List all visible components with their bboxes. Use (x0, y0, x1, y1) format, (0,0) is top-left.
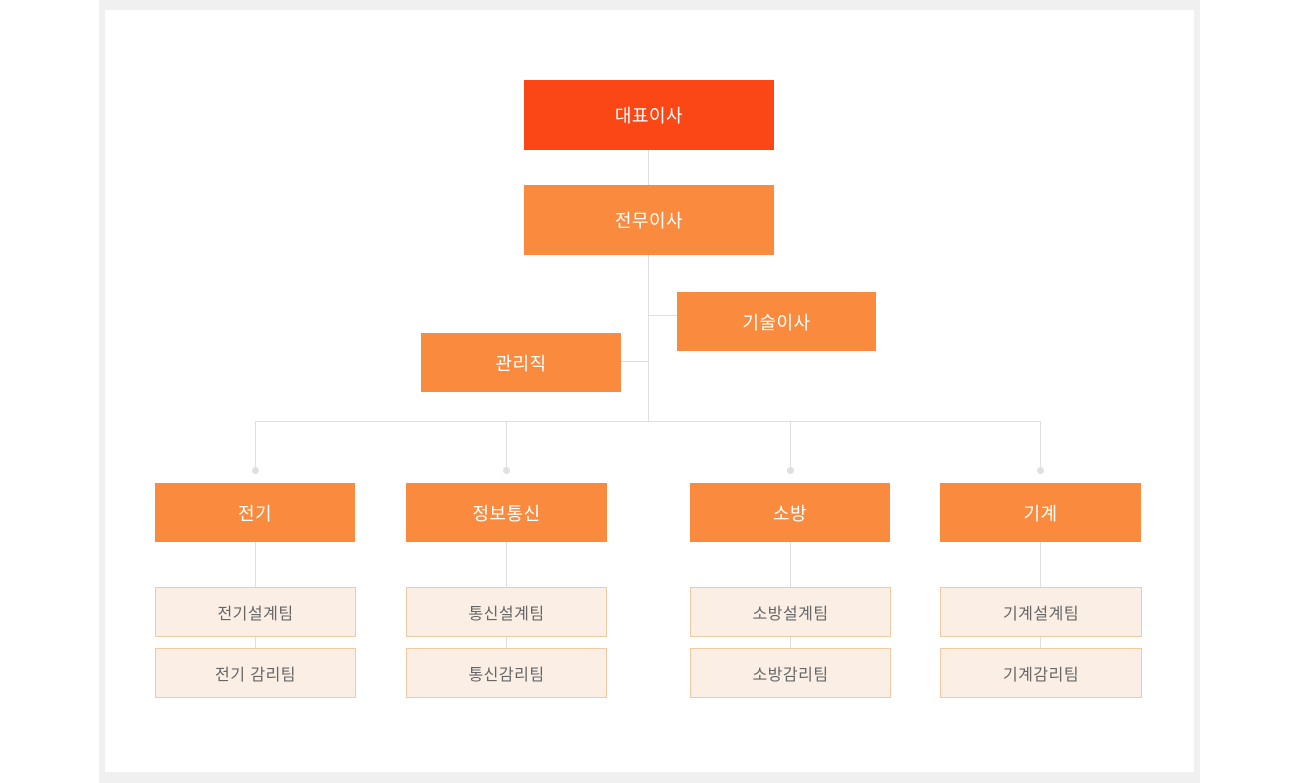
node-team-mechanical-design: 기계설계팀 (940, 587, 1142, 637)
connector-dot (787, 467, 794, 474)
connector-team-team-electrical (255, 637, 256, 648)
node-team-fire-design: 소방설계팀 (690, 587, 891, 637)
node-team-telecom-design: 통신설계팀 (406, 587, 607, 637)
connector-dept-team-telecom (506, 542, 507, 587)
node-team-electrical-design: 전기설계팀 (155, 587, 356, 637)
connector-dept-team-fire (790, 542, 791, 587)
node-dept-electrical: 전기 (155, 483, 355, 542)
connector-dot (1037, 467, 1044, 474)
node-management: 관리직 (421, 333, 621, 392)
node-executive-director: 전무이사 (524, 185, 774, 255)
connector-team-team-mechanical (1040, 637, 1041, 648)
connector-drop-electrical (255, 421, 256, 467)
node-ceo: 대표이사 (524, 80, 774, 150)
node-technical-director: 기술이사 (677, 292, 876, 351)
connector-drop-fire (790, 421, 791, 467)
connector-team-team-fire (790, 637, 791, 648)
node-team-telecom-supervision: 통신감리팀 (406, 648, 607, 698)
connector-drop-telecom (506, 421, 507, 467)
connector-dept-team-electrical (255, 542, 256, 587)
connector-drop-mechanical (1040, 421, 1041, 467)
connector-dot (503, 467, 510, 474)
connector-dept-team-mechanical (1040, 542, 1041, 587)
connector-tap-technical-director (649, 315, 677, 316)
connector-department-bus (255, 421, 1041, 422)
node-dept-mechanical: 기계 (940, 483, 1141, 542)
node-team-electrical-supervision: 전기 감리팀 (155, 648, 356, 698)
connector-ceo-executive (648, 150, 649, 185)
node-team-mechanical-supervision: 기계감리팀 (940, 648, 1142, 698)
node-dept-fire: 소방 (690, 483, 890, 542)
connector-executive-trunk (648, 255, 649, 421)
connector-dot (252, 467, 259, 474)
connector-team-team-telecom (506, 637, 507, 648)
node-team-fire-supervision: 소방감리팀 (690, 648, 891, 698)
connector-tap-management (621, 361, 648, 362)
node-dept-telecom: 정보통신 (406, 483, 607, 542)
